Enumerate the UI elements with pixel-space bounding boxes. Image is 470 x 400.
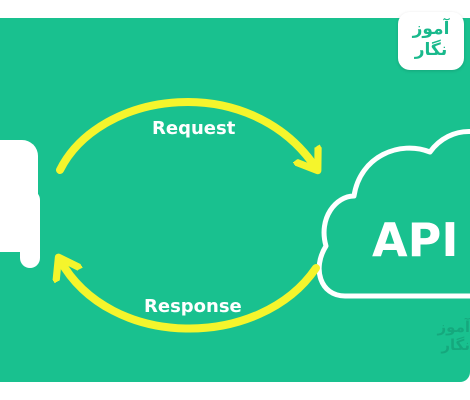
android-robot-icon [0, 140, 40, 268]
logo-text-line2: نگار [414, 40, 448, 60]
logo-text-line1: آموز [412, 19, 450, 39]
response-arrow [60, 260, 320, 333]
watermark-line2: نگار [441, 336, 470, 354]
brand-logo: آموز نگار [398, 12, 464, 70]
cloud-icon: API [316, 129, 470, 299]
brand-watermark: آموز نگار [400, 318, 470, 368]
watermark-line1: آموز [437, 318, 470, 336]
api-label: API [372, 213, 458, 267]
request-label: Request [152, 118, 236, 139]
request-arrow [56, 98, 316, 170]
response-label: Response [144, 296, 242, 317]
